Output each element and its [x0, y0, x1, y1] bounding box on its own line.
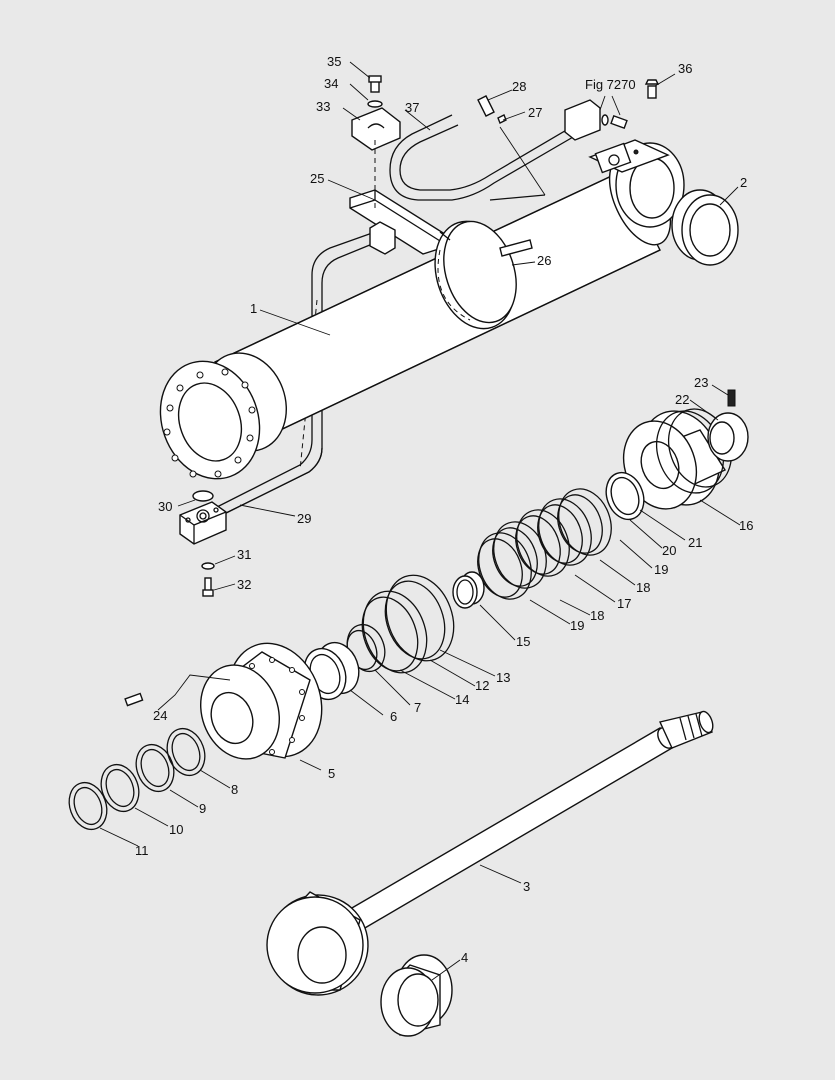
piston-nut	[707, 389, 749, 462]
callout-25: 25	[310, 171, 324, 186]
clamp-bracket	[349, 75, 449, 255]
callout-7: 7	[414, 700, 421, 715]
cylinder-tube	[159, 139, 685, 480]
callout-13: 13	[496, 670, 510, 685]
callout-18a: 18	[636, 580, 650, 595]
callout-3: 3	[523, 879, 530, 894]
piston	[622, 408, 732, 510]
callout-22: 22	[675, 392, 689, 407]
guide-bushing-15	[452, 571, 485, 609]
callout-15: 15	[516, 634, 530, 649]
leader-lines	[99, 61, 741, 981]
callout-21: 21	[688, 535, 702, 550]
piston-rod	[266, 710, 714, 996]
band-clamp	[434, 220, 533, 330]
callout-8: 8	[231, 782, 238, 797]
callout-32: 32	[237, 577, 251, 592]
callout-5: 5	[328, 766, 335, 781]
callout-20: 20	[662, 543, 676, 558]
callout-27: 27	[528, 105, 542, 120]
hydraulic-tube-37	[389, 114, 581, 201]
callout-30: 30	[158, 499, 172, 514]
piston-seal-rings	[477, 471, 645, 600]
callout-34: 34	[324, 76, 338, 91]
callout-14: 14	[455, 692, 469, 707]
head-seal-rings	[346, 574, 455, 674]
callout-35: 35	[327, 54, 341, 69]
callout-29: 29	[297, 511, 311, 526]
rod-eye-bushing	[380, 954, 453, 1037]
fig-reference: Fig 7270	[585, 77, 636, 92]
callout-18b: 18	[590, 608, 604, 623]
callout-36: 36	[678, 61, 692, 76]
callout-17: 17	[617, 596, 631, 611]
callout-9: 9	[199, 801, 206, 816]
callout-26: 26	[537, 253, 551, 268]
callout-2: 2	[740, 175, 747, 190]
callout-37: 37	[405, 100, 419, 115]
callout-10: 10	[169, 822, 183, 837]
rear-bushing	[671, 189, 739, 266]
callout-12: 12	[475, 678, 489, 693]
callout-11: 11	[135, 843, 149, 858]
rod-seals	[68, 727, 206, 831]
callout-31: 31	[237, 547, 251, 562]
callout-19a: 19	[654, 562, 668, 577]
callout-19b: 19	[570, 618, 584, 633]
callout-16: 16	[739, 518, 753, 533]
tube-29-flange	[179, 447, 323, 597]
fitting-parts	[477, 79, 660, 155]
callout-33: 33	[316, 99, 330, 114]
callout-labels: 1 2 3 4 5 6 7 8 9 10 11 12 13 14 15 16 1…	[135, 54, 753, 965]
cylinder-head	[124, 642, 323, 760]
callout-23: 23	[694, 375, 708, 390]
callout-24: 24	[153, 708, 167, 723]
callout-6: 6	[390, 709, 397, 724]
callout-1: 1	[250, 301, 257, 316]
callout-28: 28	[512, 79, 526, 94]
callout-4: 4	[461, 950, 468, 965]
